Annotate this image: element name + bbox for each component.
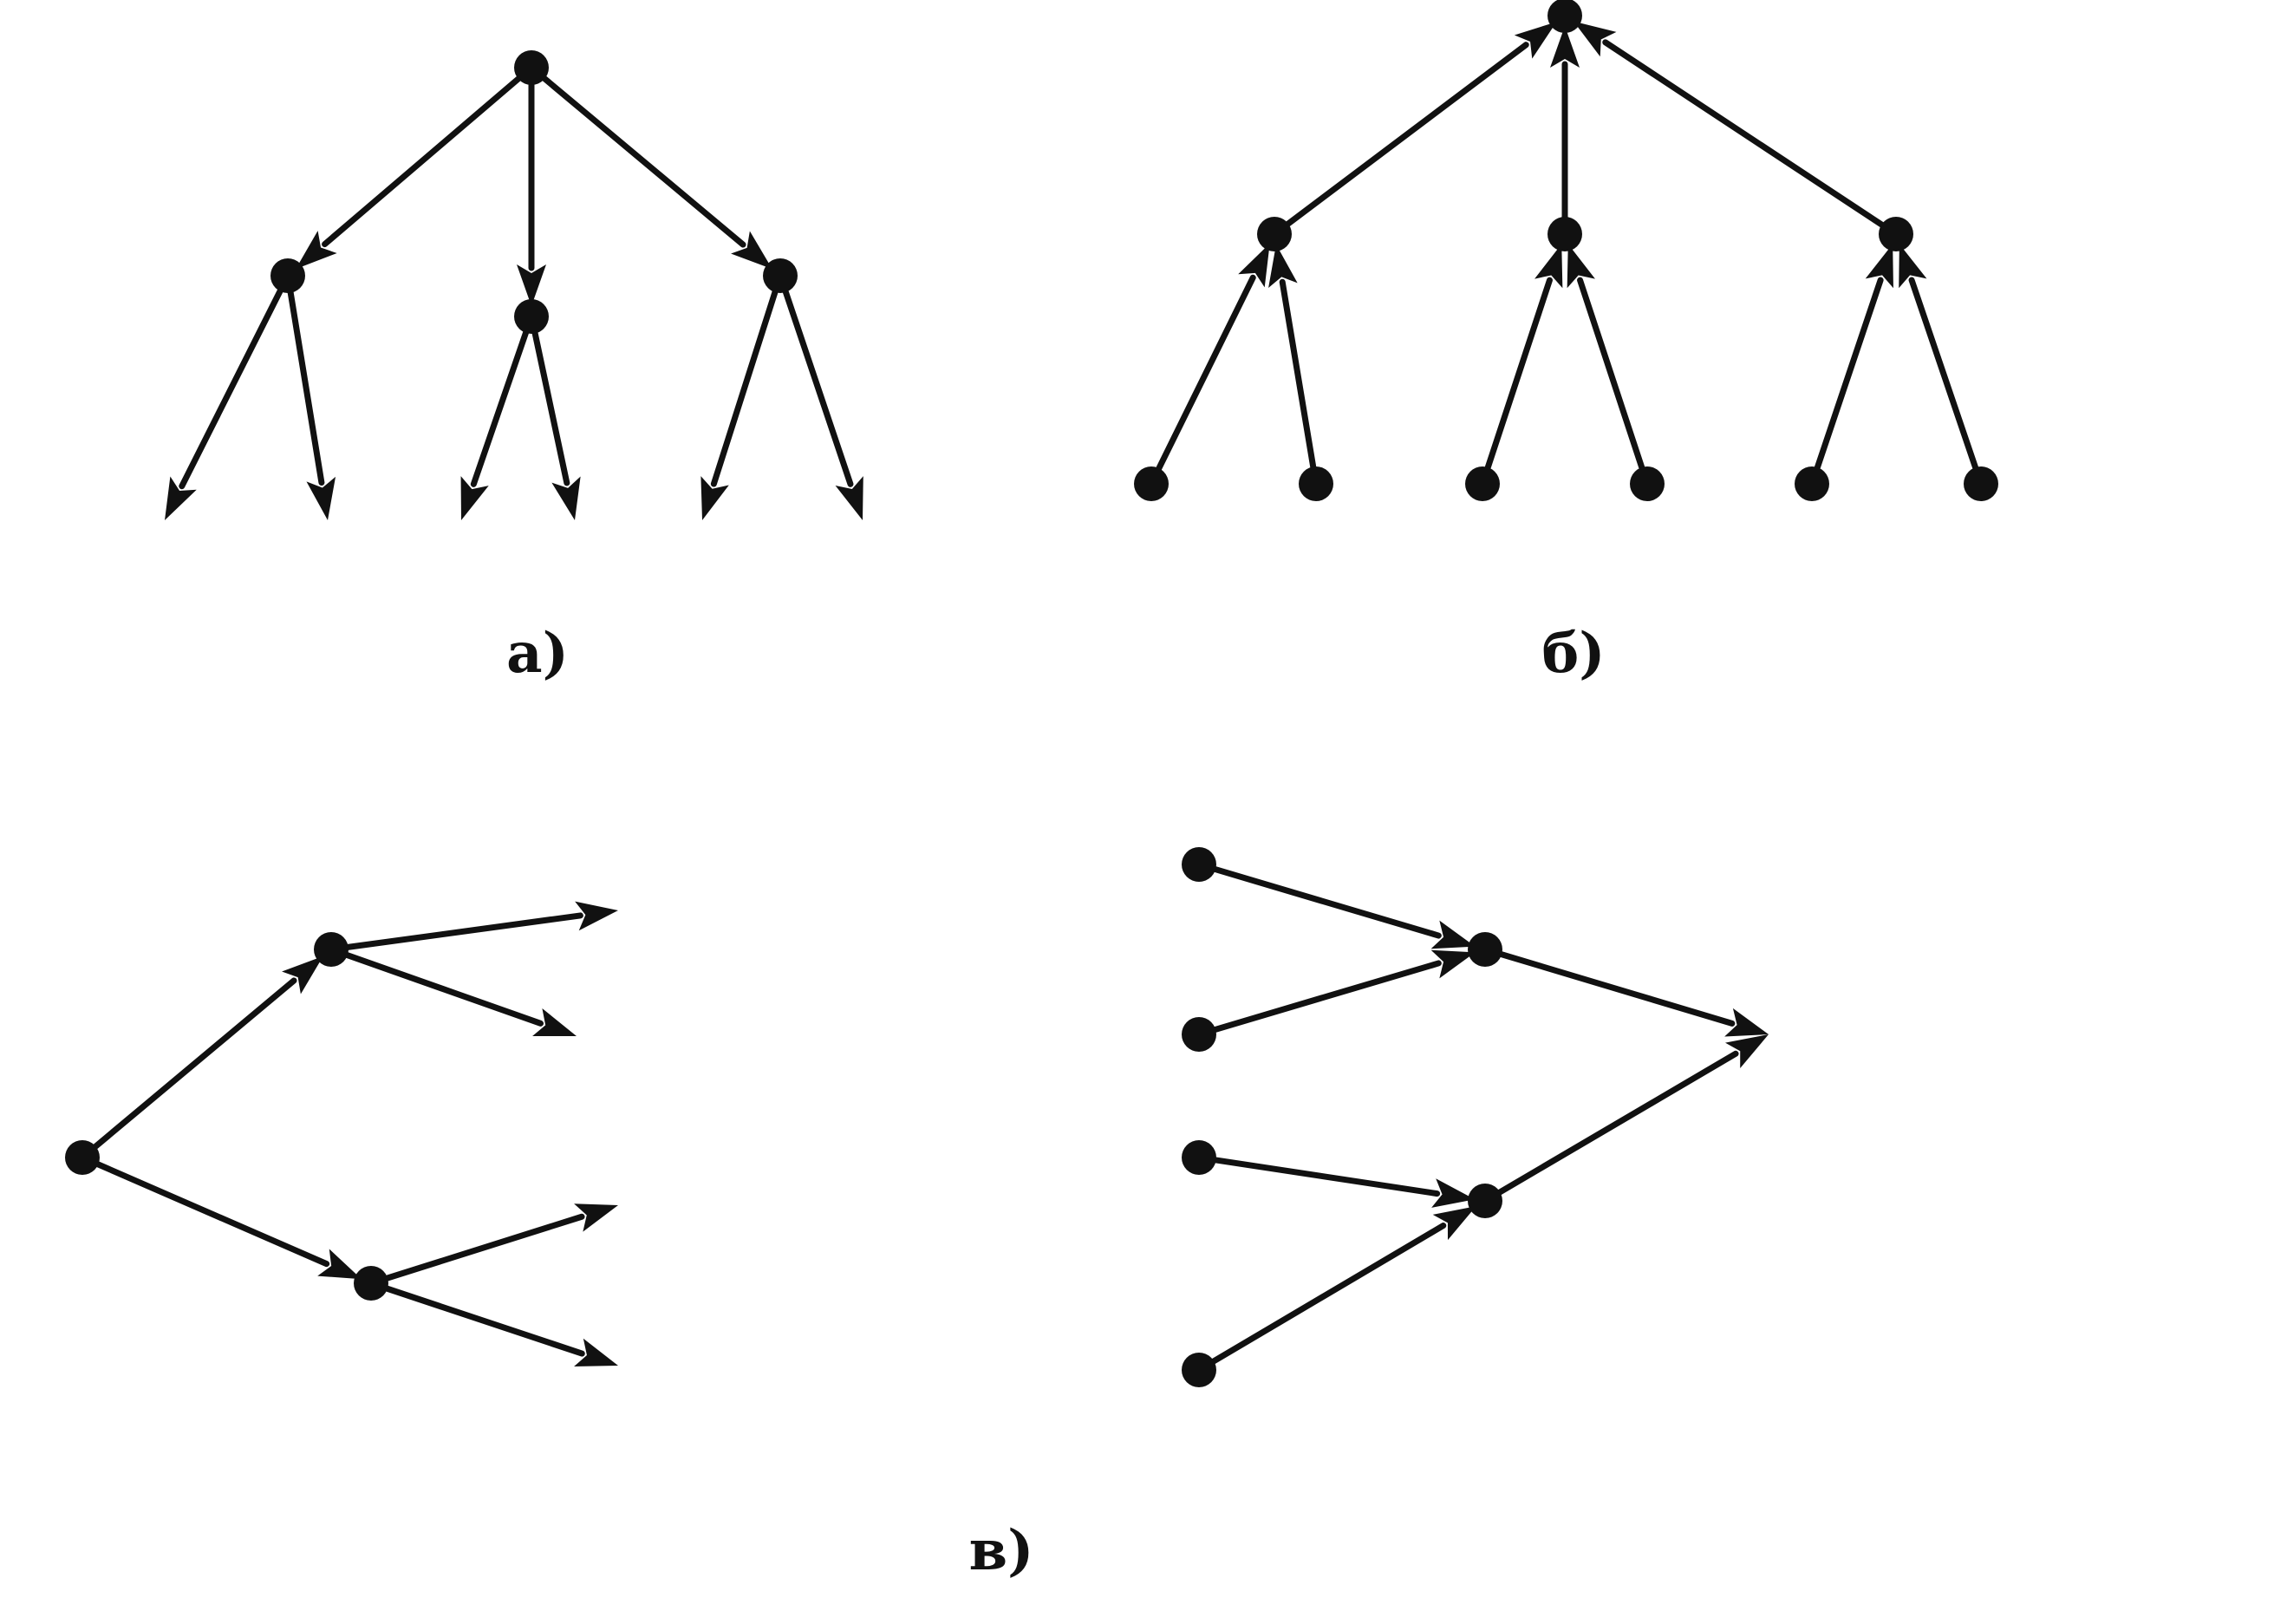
edge-a-m2-to-l3 (470, 313, 535, 487)
node-a-root (514, 50, 549, 85)
node-c-left-m1 (314, 932, 349, 967)
arrowhead-c-left-l3-4 (574, 1203, 618, 1232)
node-b-l4 (1630, 466, 1665, 501)
node-b-l2 (1299, 466, 1333, 501)
edge-c-right-l1-to-m1 (1196, 861, 1442, 939)
node-c-left-m2 (354, 1266, 388, 1301)
arrowhead-a-l6-8 (835, 476, 863, 520)
edge-b-l1-to-m1 (1148, 274, 1256, 487)
node-c-left-root (65, 1140, 100, 1175)
arrowhead-b-m3-7 (1865, 244, 1893, 289)
node-c-right-l1 (1182, 847, 1216, 882)
arrowhead-b-m1-4 (1268, 244, 1298, 288)
edge-b-l4-to-m2 (1577, 277, 1651, 487)
arrowhead-b-m2-6 (1567, 244, 1595, 289)
diagram-c-right-in-tree (1182, 847, 1769, 1387)
arrowhead-b-root-2 (1574, 21, 1617, 57)
edge-b-l5-to-m3 (1808, 277, 1884, 487)
arrowhead-b-root-1 (1550, 26, 1580, 68)
edge-a-m3-to-l5 (710, 272, 784, 487)
edge-c-right-m1-to-root (1482, 946, 1736, 1027)
node-c-right-m2 (1468, 1184, 1502, 1218)
arrowhead-b-root-0 (1514, 22, 1557, 59)
arrowhead-a-l5-7 (700, 476, 729, 520)
edge-a-root-to-m3 (528, 64, 746, 248)
edge-c-right-l2-to-m1 (1196, 960, 1442, 1038)
edge-a-m1-to-l2 (284, 272, 325, 486)
edge-c-left-root-to-m2 (79, 1154, 330, 1268)
arrowhead-a-m3-2 (731, 231, 772, 270)
arrowhead-c-right-m2-3 (1432, 1206, 1476, 1241)
edge-a-m3-to-l6 (777, 272, 854, 487)
caption-b: б) (1542, 621, 1606, 686)
arrowhead-c-right-m2-2 (1431, 1178, 1476, 1208)
arrowhead-c-right-m1-0 (1430, 920, 1476, 949)
arrowhead-c-right-m1-1 (1430, 949, 1476, 979)
node-a-m2 (514, 299, 549, 334)
node-c-right-l4 (1182, 1353, 1216, 1387)
node-c-right-m1 (1468, 932, 1502, 967)
edge-a-m2-to-l4 (528, 313, 570, 486)
arrowhead-a-l2-4 (306, 476, 336, 520)
arrowhead-b-m3-8 (1899, 244, 1927, 289)
caption-c: в) (969, 1518, 1034, 1583)
node-b-m1 (1257, 217, 1292, 251)
edge-c-right-l4-to-m2 (1196, 1222, 1447, 1373)
arrowhead-c-left-l4-5 (574, 1338, 618, 1366)
node-b-l1 (1134, 466, 1169, 501)
arrowhead-b-m2-5 (1534, 244, 1563, 289)
arrowhead-c-left-m2-1 (317, 1249, 362, 1280)
edge-c-left-root-to-m1 (79, 977, 297, 1161)
edge-c-left-m2-to-l4 (368, 1280, 585, 1357)
edge-b-l2-to-m1 (1279, 278, 1319, 487)
arrowhead-c-left-m1-0 (282, 955, 323, 995)
arrowhead-a-m2-1 (517, 264, 546, 306)
node-b-m2 (1547, 217, 1582, 251)
node-b-l6 (1964, 466, 1998, 501)
arrowhead-b-m1-3 (1238, 243, 1270, 288)
edge-c-right-m2-to-root (1482, 1050, 1739, 1204)
node-c-right-l2 (1182, 1017, 1216, 1052)
edge-b-m1-to-root (1271, 42, 1529, 238)
arrowhead-c-left-l2-3 (532, 1008, 577, 1037)
arrowhead-a-l1-3 (165, 476, 197, 520)
node-b-l3 (1465, 466, 1500, 501)
edge-c-left-m1-to-l2 (328, 946, 544, 1027)
diagram-b-in-tree (1134, 0, 1998, 501)
arrowhead-a-l3-5 (460, 476, 489, 520)
node-b-root (1547, 0, 1582, 33)
edge-b-l6-to-m3 (1908, 277, 1984, 487)
node-b-l5 (1795, 466, 1829, 501)
edge-b-l3-to-m2 (1479, 277, 1553, 487)
caption-a: а) (506, 621, 569, 686)
edge-c-left-m2-to-l3 (368, 1213, 585, 1287)
node-c-right-l3 (1182, 1140, 1216, 1175)
arrowhead-c-left-l1-2 (575, 901, 618, 931)
diagram-c-left-out-tree (65, 901, 618, 1366)
edge-c-left-m1-to-l1 (328, 912, 583, 953)
edge-a-m1-to-l1 (179, 272, 291, 490)
edge-a-root-to-m1 (322, 64, 535, 248)
arrowhead-a-l4-6 (551, 476, 581, 520)
edge-c-right-l3-to-m2 (1196, 1154, 1441, 1197)
node-a-m1 (270, 258, 305, 293)
arrowhead-c-right-root-4 (1724, 1008, 1769, 1037)
node-a-m3 (763, 258, 798, 293)
node-b-m3 (1879, 217, 1913, 251)
edge-b-m3-to-root (1602, 39, 1899, 238)
diagram-a-out-tree (165, 50, 863, 520)
arrowhead-c-right-root-5 (1725, 1034, 1769, 1068)
arrowhead-a-m1-0 (296, 231, 337, 270)
